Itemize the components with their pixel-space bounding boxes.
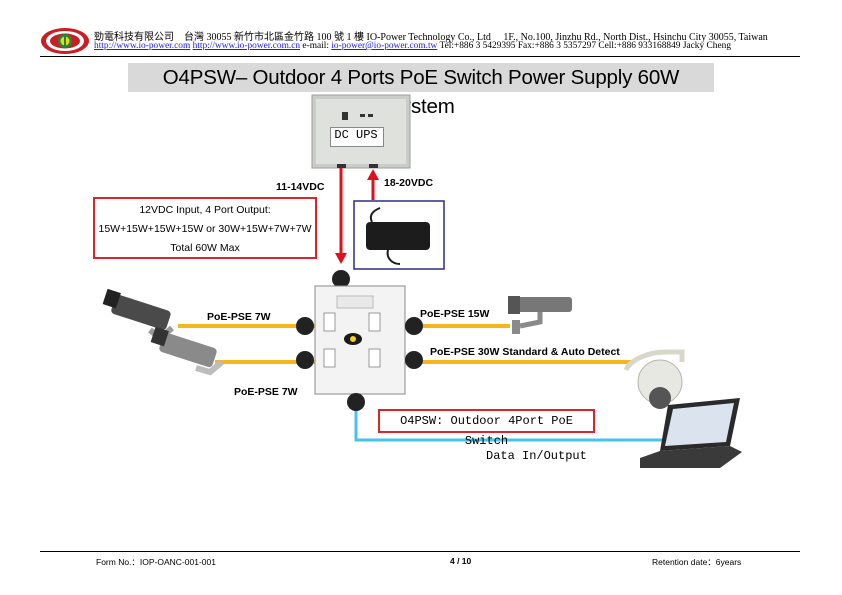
bullet-camera-right-top (508, 296, 572, 334)
poe-switch-unit (296, 270, 423, 411)
title-band (128, 63, 714, 92)
dome-camera (623, 349, 685, 409)
voltage-out-label: 11-14VDC (276, 181, 325, 193)
contact-numbers: Tel:+886 3 5429395 Fax:+886 3 5357297 Ce… (439, 41, 732, 51)
spec-box: 12VDC Input, 4 Port Output: 15W+15W+15W+… (93, 197, 317, 259)
header-contact-line: http://www.io-power.com http://www.io-po… (94, 41, 731, 51)
port-label-right-mid: PoE-PSE 30W Standard & Auto Detect (430, 346, 620, 358)
form-number: Form No.：IOP-OANC-001-001 (96, 557, 216, 567)
dc-ups-label: DC UPS (334, 128, 378, 142)
website-link-com[interactable]: http://www.io-power.com (94, 41, 191, 51)
header-company-line: 勁電科技有限公司 台灣 30055 新竹市北區金竹路 100 號 1 樓 IO-… (94, 32, 768, 43)
company-logo (41, 28, 89, 54)
switch-name-box: O4PSW: Outdoor 4Port PoE Switch (378, 409, 595, 448)
power-adapter-image (353, 200, 445, 270)
bullet-camera-left-top (102, 288, 174, 342)
port-label-left-top: PoE-PSE 7W (207, 311, 271, 323)
voltage-in-label: 18-20VDC (384, 177, 434, 189)
spec-line-2: 15W+15W+15W+15W or 30W+15W+7W+7W (98, 223, 312, 235)
laptop (640, 398, 742, 468)
email-label: e-mail: (302, 41, 329, 51)
footer-divider (40, 551, 800, 552)
data-line (354, 410, 668, 442)
spec-line-1: 12VDC Input, 4 Port Output: (139, 204, 271, 216)
port-label-left-bottom: PoE-PSE 7W (234, 386, 298, 398)
website-link-cn[interactable]: http://www.io-power.com.cn (192, 41, 301, 51)
arrow-up (367, 169, 379, 180)
retention-date: Retention date：6years (652, 557, 742, 567)
header-divider (40, 56, 800, 57)
page-number: 4 / 10 (450, 556, 472, 566)
spec-line-3: Total 60W Max (170, 242, 240, 254)
arrow-down (335, 253, 347, 264)
bullet-camera-left-bottom (150, 326, 224, 376)
data-io-label: Data In/Output (486, 449, 587, 463)
port-label-right-top: PoE-PSE 15W (420, 308, 490, 320)
email-link[interactable]: io-power@io-power.com.tw (331, 41, 438, 51)
dc-ups-label-box (330, 127, 384, 147)
